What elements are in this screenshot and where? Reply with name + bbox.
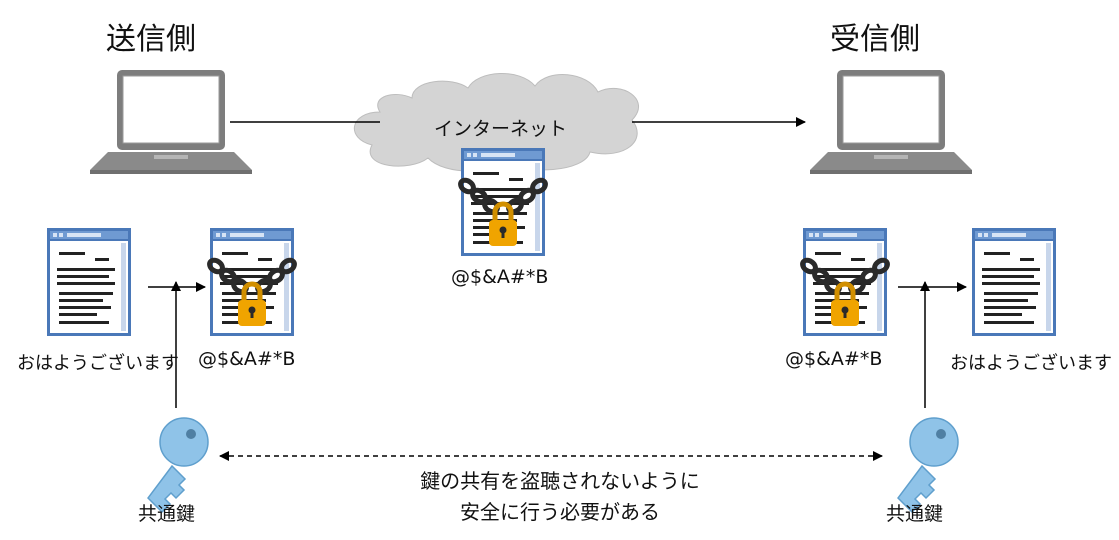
receiver-key-icon bbox=[897, 417, 959, 513]
sender-plain-document-icon bbox=[47, 228, 131, 336]
network-ciphertext: @$&A#*B bbox=[451, 266, 549, 288]
receiver-plaintext: おはようございます bbox=[950, 353, 1112, 374]
sender-key-label: 共通鍵 bbox=[138, 503, 196, 525]
sender-laptop-icon bbox=[89, 69, 253, 175]
sender-ciphertext: @$&A#*B bbox=[198, 348, 296, 370]
internet-cloud-icon bbox=[354, 73, 639, 172]
network-label: インターネット bbox=[434, 118, 568, 140]
receiver-ciphertext: @$&A#*B bbox=[785, 348, 883, 370]
receiver-laptop-icon bbox=[809, 69, 973, 175]
receiver-plain-document-icon bbox=[972, 228, 1056, 336]
receiver-heading: 受信側 bbox=[830, 22, 920, 57]
key-sharing-note-line2: 安全に行う必要がある bbox=[460, 500, 660, 524]
key-sharing-note-line1: 鍵の共有を盗聴されないように bbox=[420, 469, 700, 493]
sender-plaintext: おはようございます bbox=[17, 353, 179, 374]
receiver-key-label: 共通鍵 bbox=[886, 503, 944, 525]
sender-heading: 送信側 bbox=[106, 22, 196, 57]
sender-key-icon bbox=[147, 417, 209, 513]
key-sharing-note: 鍵の共有を盗聴されないように 安全に行う必要がある bbox=[380, 466, 740, 528]
